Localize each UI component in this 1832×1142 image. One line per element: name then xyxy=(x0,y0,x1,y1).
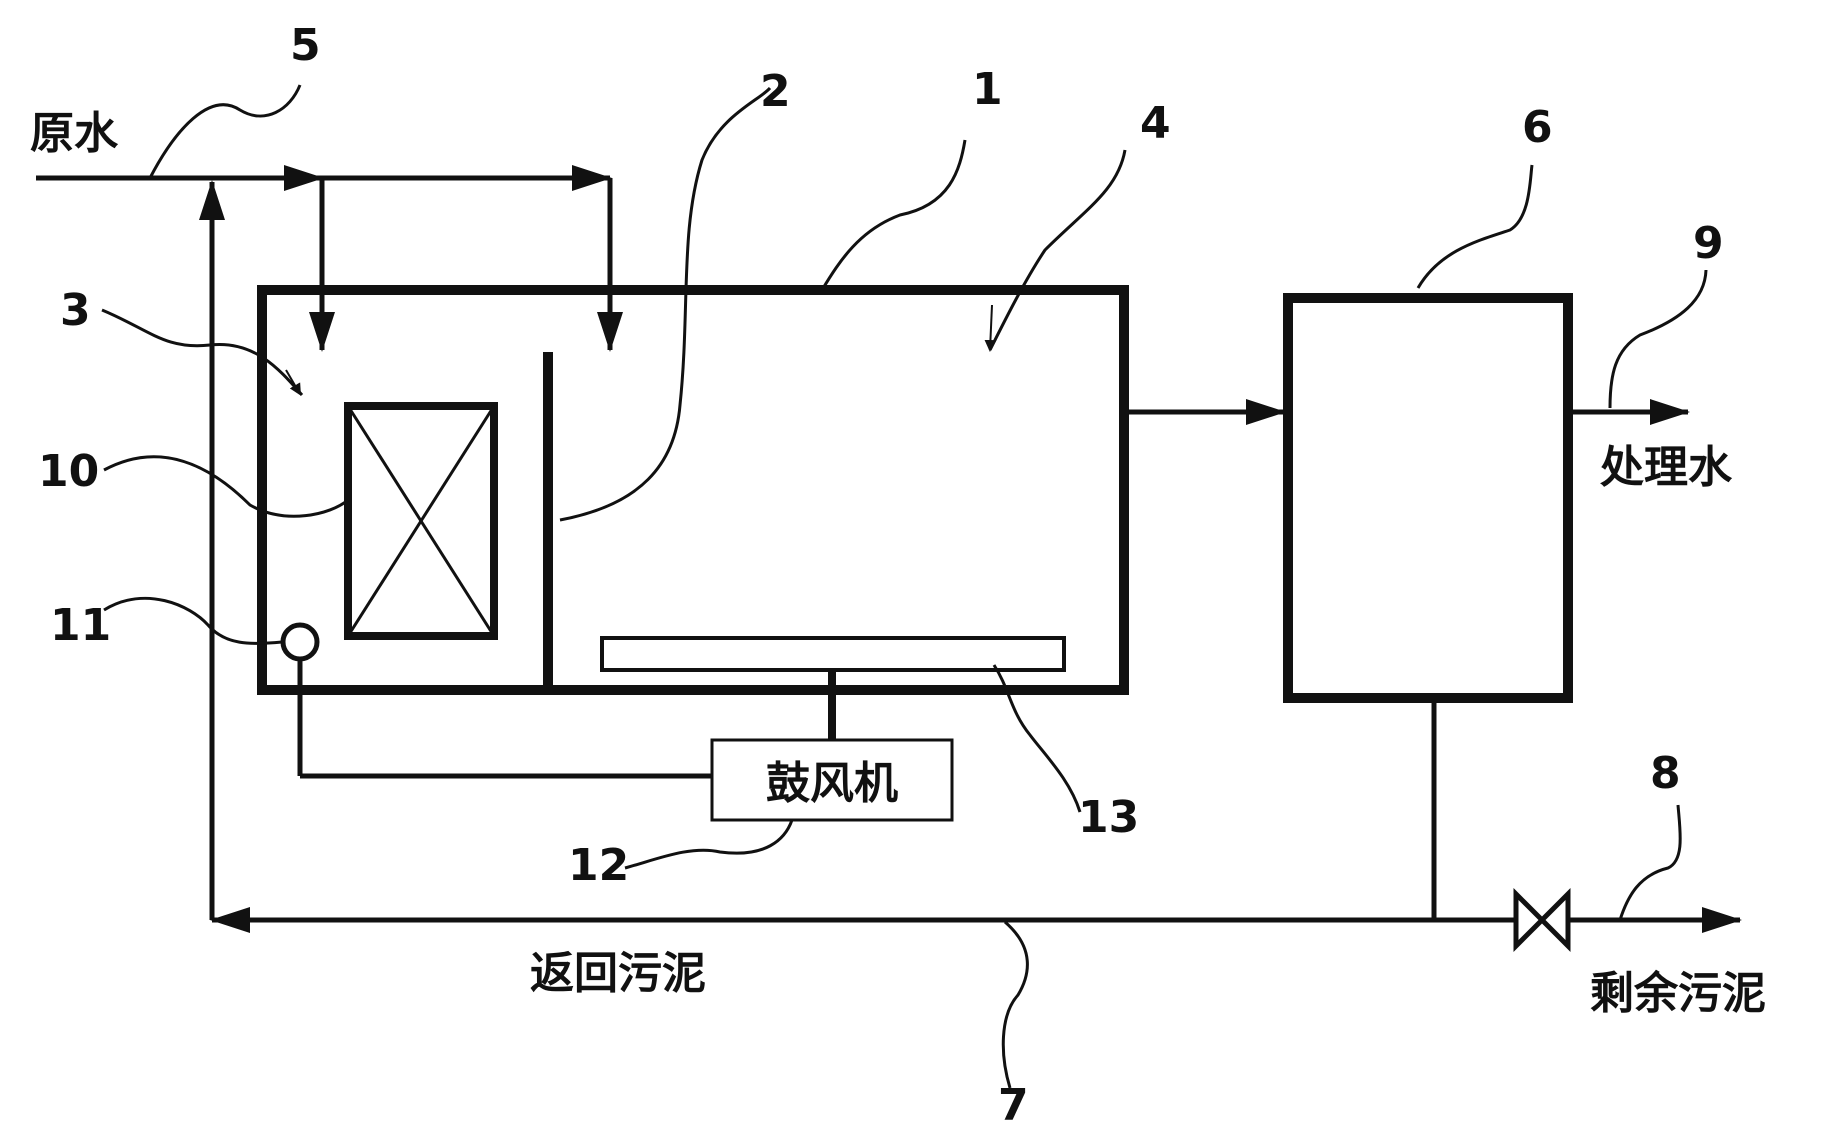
sludge-withdrawal-line xyxy=(1431,702,1516,923)
ref-1: 1 xyxy=(972,64,1003,115)
ref-11: 11 xyxy=(50,600,111,651)
ref-4: 4 xyxy=(1140,98,1171,149)
ref-12: 12 xyxy=(568,840,629,891)
return-sludge-line xyxy=(199,180,1434,933)
ref-10: 10 xyxy=(38,446,99,497)
air-lines xyxy=(297,659,836,779)
reaction-tank xyxy=(257,285,1129,695)
ref-3: 3 xyxy=(60,285,91,336)
ref-7: 7 xyxy=(998,1080,1029,1131)
ref-2: 2 xyxy=(760,66,791,117)
membrane-unit xyxy=(344,402,498,640)
zone-3-pointer xyxy=(285,369,302,396)
valve-icon xyxy=(1513,887,1571,953)
zone-4-pointer xyxy=(984,304,997,352)
ref-6: 6 xyxy=(1522,102,1553,153)
ref-13: 13 xyxy=(1078,792,1139,843)
raw-water-label: 原水 xyxy=(30,108,119,159)
raw-water-line xyxy=(36,165,623,352)
settling-tank xyxy=(1283,293,1573,703)
blower-label: 鼓风机 xyxy=(766,758,898,809)
excess-sludge-label: 剩余污泥 xyxy=(1590,968,1766,1019)
leader-lines xyxy=(101,84,1708,1089)
treated-water-label: 处理水 xyxy=(1600,442,1733,493)
return-sludge-label: 返回污泥 xyxy=(530,948,706,999)
blower: 鼓风机 xyxy=(710,738,954,822)
ref-9: 9 xyxy=(1693,218,1724,269)
ref-5: 5 xyxy=(290,20,321,71)
diffuser xyxy=(280,622,320,662)
ref-8: 8 xyxy=(1650,748,1681,799)
